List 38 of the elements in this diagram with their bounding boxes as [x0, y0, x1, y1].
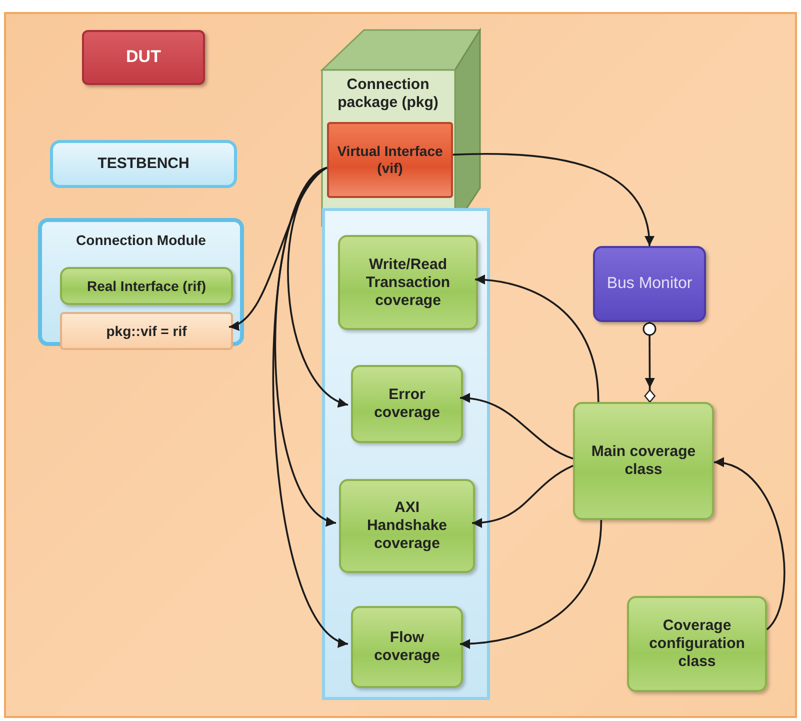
arrow [272, 166, 348, 645]
node-label: pkg::vif = rif [106, 322, 187, 340]
device-box [82, 30, 205, 85]
arrow [460, 520, 602, 649]
process-box [627, 596, 767, 692]
node-label: Connection Module [76, 232, 206, 249]
node-label: Bus Monitor [606, 274, 692, 294]
arrow [472, 464, 574, 528]
process-box [339, 479, 475, 573]
monitor-box [593, 246, 706, 322]
assignment-box [60, 312, 233, 350]
node-label: Flow coverage [373, 629, 441, 665]
arrow [460, 394, 574, 460]
testbench-box [50, 140, 237, 188]
process-box [351, 606, 463, 688]
arrow [714, 458, 786, 630]
node-label: AXI Handshake coverage [366, 499, 448, 553]
arrow [474, 274, 600, 402]
process-box [338, 235, 478, 330]
process-box [573, 402, 714, 520]
node-label: Real Interface (rif) [86, 278, 206, 294]
process-box [60, 267, 233, 305]
node-label: Main coverage class [590, 443, 697, 479]
node-label: DUT [126, 47, 161, 68]
process-box [351, 365, 463, 443]
node-label: Coverage configuration class [648, 617, 746, 671]
node-label: Connection package (pkg) [336, 76, 440, 112]
arrow [274, 166, 336, 524]
node-label: Error coverage [373, 386, 441, 422]
node-label: Write/Read Transaction coverage [364, 256, 452, 310]
coverage-panel [322, 208, 490, 700]
arrow [228, 166, 328, 328]
node-label: Virtual Interface (vif) [336, 143, 444, 177]
arrow [452, 153, 654, 246]
arrow [642, 322, 656, 403]
node-label: TESTBENCH [98, 155, 190, 173]
interface-box [327, 122, 453, 198]
arrow [287, 166, 348, 406]
